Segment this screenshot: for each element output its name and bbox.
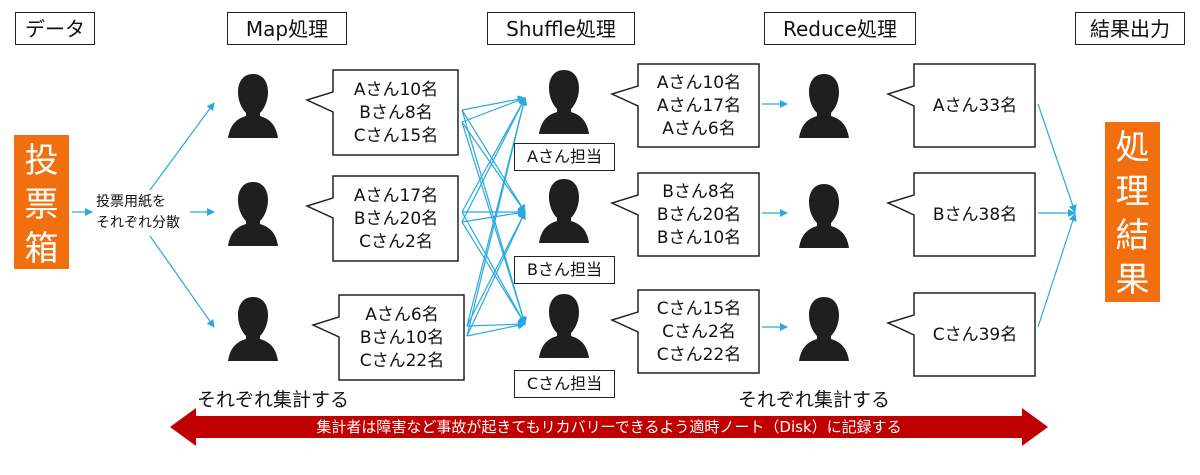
shuffle-output-callout: Cさん15名 Cさん2名 Cさん22名 xyxy=(609,289,760,374)
distribute-label-line: それぞれ分散 xyxy=(96,215,180,231)
header-map: Map処理 xyxy=(227,12,347,45)
flow-arrow xyxy=(149,102,215,191)
shuffle-output-line: Cさん2名 xyxy=(662,321,736,342)
record-banner-arrow xyxy=(170,408,1048,446)
flow-arrow xyxy=(461,121,527,325)
ballot-box-char: 箱 xyxy=(24,229,59,269)
person-icon xyxy=(228,70,278,140)
map-output-callout: Aさん17名 Bさん20名 Cさん2名 xyxy=(304,175,459,262)
header-output: 結果出力 xyxy=(1075,12,1185,45)
map-output-line: Cさん2名 xyxy=(359,231,433,252)
reduce-output-callout: Cさん39名 xyxy=(885,292,1036,377)
flow-arrow xyxy=(461,97,526,213)
reduce-output-line: Aさん33名 xyxy=(932,95,1018,116)
result-box-char: 理 xyxy=(1115,172,1150,212)
flow-arrow xyxy=(461,209,526,223)
ballot-box-char: 票 xyxy=(24,185,59,225)
reduce-output-callout: Aさん33名 xyxy=(885,63,1036,148)
flow-arrow xyxy=(466,97,528,337)
flow-arrow xyxy=(466,211,526,337)
map-output-line: Aさん10名 xyxy=(353,79,439,100)
shuffle-output-line: Cさん22名 xyxy=(656,344,742,365)
flow-arrow xyxy=(466,211,526,327)
header-reduce: Reduce処理 xyxy=(764,12,916,45)
aggregate-label: それぞれ集計する xyxy=(738,389,891,411)
reduce-output-callout: Bさん38名 xyxy=(885,172,1036,257)
shuffle-output-callout: Bさん8名 Bさん20名 Bさん10名 xyxy=(609,172,760,257)
callout-shape xyxy=(609,172,760,257)
shuffle-output-line: Aさん10名 xyxy=(656,72,742,93)
callout-shape xyxy=(304,175,459,262)
result-box: 処 理 結 果 xyxy=(1105,122,1160,302)
flow-arrow xyxy=(461,221,526,325)
callout-shape xyxy=(885,63,1036,148)
flow-arrow xyxy=(1037,103,1077,213)
shuffle-output-line: Aさん17名 xyxy=(656,95,742,116)
person-icon xyxy=(539,175,589,245)
person-icon xyxy=(799,180,849,250)
map-output-line: Cさん22名 xyxy=(359,350,445,371)
map-output-line: Aさん6名 xyxy=(365,304,439,325)
callout-shape xyxy=(304,69,459,156)
flow-arrow xyxy=(461,97,526,223)
shuffle-tag: Cさん担当 xyxy=(514,370,615,398)
map-output-callout: Aさん10名 Bさん8名 Cさん15名 xyxy=(304,69,459,156)
callout-shape xyxy=(609,63,760,148)
shuffle-output-line: Aさん6名 xyxy=(662,118,736,139)
ballot-box-char: 投 xyxy=(24,141,59,181)
result-box-char: 果 xyxy=(1115,260,1150,300)
flow-arrow xyxy=(466,320,526,329)
map-output-line: Bさん8名 xyxy=(359,102,433,123)
person-icon xyxy=(799,293,849,363)
person-icon xyxy=(228,178,278,248)
callout-shape xyxy=(609,289,760,374)
map-output-line: Cさん15名 xyxy=(353,125,439,146)
map-output-line: Aさん17名 xyxy=(353,185,439,206)
reduce-output-line: Cさん39名 xyxy=(932,324,1018,345)
aggregate-label: それぞれ集計する xyxy=(197,389,350,411)
map-output-line: Bさん10名 xyxy=(359,327,445,348)
person-icon xyxy=(539,290,589,360)
flow-arrow xyxy=(1037,213,1077,328)
shuffle-output-line: Bさん10名 xyxy=(656,227,742,248)
reduce-output-line: Bさん38名 xyxy=(932,204,1018,225)
record-banner-text: 集計者は障害など事故が起きてもリカバリーできるよう適時ノート（Disk）に記録す… xyxy=(316,418,902,436)
shuffle-output-line: Cさん15名 xyxy=(656,298,742,319)
flow-arrow xyxy=(461,121,526,213)
shuffle-output-line: Bさん8名 xyxy=(662,181,736,202)
shuffle-tag: Bさん担当 xyxy=(514,256,615,284)
callout-shape xyxy=(885,292,1036,377)
distribute-label-line: 投票用紙を xyxy=(96,194,166,210)
flow-arrow xyxy=(461,211,526,325)
callout-shape xyxy=(310,294,465,381)
callout-shape xyxy=(885,172,1036,257)
result-box-char: 処 xyxy=(1115,128,1150,168)
flow-arrow xyxy=(466,321,526,337)
flow-arrow xyxy=(149,235,215,328)
result-box-char: 結 xyxy=(1115,216,1150,256)
header-shuffle: Shuffle処理 xyxy=(487,12,635,45)
shuffle-tag: Aさん担当 xyxy=(514,143,615,171)
header-data: データ xyxy=(15,12,95,45)
map-output-callout: Aさん6名 Bさん10名 Cさん22名 xyxy=(310,294,465,381)
map-output-line: Bさん20名 xyxy=(353,208,439,229)
distribute-label: 投票用紙を それぞれ分散 xyxy=(96,192,180,234)
flow-arrow xyxy=(461,95,526,111)
ballot-box: 投 票 箱 xyxy=(14,135,69,269)
shuffle-output-line: Bさん20名 xyxy=(656,204,742,225)
person-icon xyxy=(799,70,849,140)
shuffle-output-callout: Aさん10名 Aさん17名 Aさん6名 xyxy=(609,63,760,148)
flow-arrow xyxy=(461,96,526,123)
person-icon xyxy=(228,293,278,363)
person-icon xyxy=(539,66,589,136)
